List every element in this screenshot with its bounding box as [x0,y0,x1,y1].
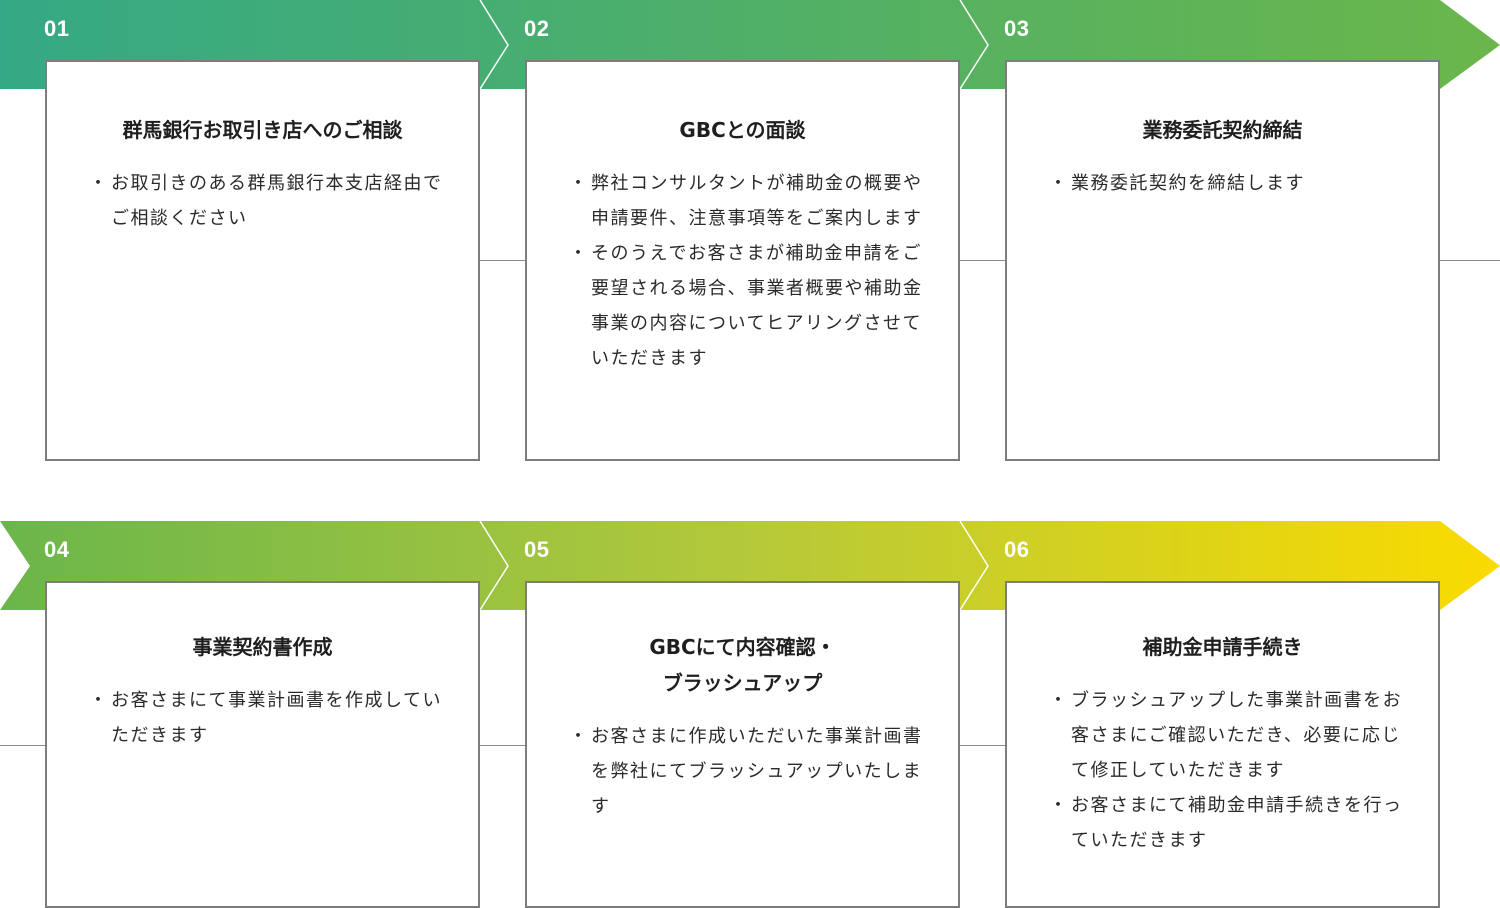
step-items: お客さまに作成いただいた事業計画書を弊社にてブラッシュアップいたします [569,719,928,824]
step-item: 業務委託契約を締結します [1049,166,1408,201]
step-title: 補助金申請手続き [1142,635,1303,659]
step-title: 業務委託契約締結 [1142,118,1303,142]
process-row-1: 01 02 03 群馬銀行お取引き店へのご相談 お取引きのある群馬銀行本支店経由… [0,0,1500,461]
step-item: お客さまにて事業計画書を作成していただきます [89,683,448,753]
connector-line [0,745,46,746]
step-item: お客さまに作成いただいた事業計画書を弊社にてブラッシュアップいたします [569,719,928,824]
step-items: ブラッシュアップした事業計画書をお客さまにご確認いただき、必要に応じて修正してい… [1049,683,1408,858]
step-items: 業務委託契約を締結します [1049,166,1408,201]
step-title: 群馬銀行お取引き店へのご相談 [122,118,403,142]
step-item: お客さまにて補助金申請手続きを行っていただきます [1049,788,1408,858]
step-number-01: 01 [44,16,70,41]
step-card-06: 補助金申請手続き ブラッシュアップした事業計画書をお客さまにご確認いただき、必要… [1005,581,1440,908]
step-card-01: 群馬銀行お取引き店へのご相談 お取引きのある群馬銀行本支店経由でご相談ください [45,60,480,461]
step-title: 事業契約書作成 [192,635,333,659]
step-title: GBCとの面談 [679,118,806,142]
connector-line [479,745,526,746]
step-items: 弊社コンサルタントが補助金の概要や申請要件、注意事項等をご案内します そのうえで… [569,166,928,376]
step-card-03: 業務委託契約締結 業務委託契約を締結します [1005,60,1440,461]
connector-line [959,260,1006,261]
step-title: GBCにて内容確認・ ブラッシュアップ [649,635,836,695]
process-row-2: 04 05 06 事業契約書作成 お客さまにて事業計画書を作成していただきます … [0,521,1500,908]
step-item: 弊社コンサルタントが補助金の概要や申請要件、注意事項等をご案内します [569,166,928,236]
step-item: お取引きのある群馬銀行本支店経由でご相談ください [89,166,448,236]
step-items: お客さまにて事業計画書を作成していただきます [89,683,448,753]
step-card-05: GBCにて内容確認・ ブラッシュアップ お客さまに作成いただいた事業計画書を弊社… [525,581,960,908]
connector-line [1439,260,1500,261]
step-number-04: 04 [44,537,70,562]
step-card-04: 事業契約書作成 お客さまにて事業計画書を作成していただきます [45,581,480,908]
connector-line [959,745,1006,746]
step-item: ブラッシュアップした事業計画書をお客さまにご確認いただき、必要に応じて修正してい… [1049,683,1408,788]
step-card-02: GBCとの面談 弊社コンサルタントが補助金の概要や申請要件、注意事項等をご案内し… [525,60,960,461]
step-number-02: 02 [524,16,550,41]
step-items: お取引きのある群馬銀行本支店経由でご相談ください [89,166,448,236]
connector-line [479,260,526,261]
step-number-06: 06 [1004,537,1030,562]
step-number-03: 03 [1004,16,1030,41]
step-number-05: 05 [524,537,550,562]
step-item: そのうえでお客さまが補助金申請をご要望される場合、事業者概要や補助金事業の内容に… [569,236,928,376]
